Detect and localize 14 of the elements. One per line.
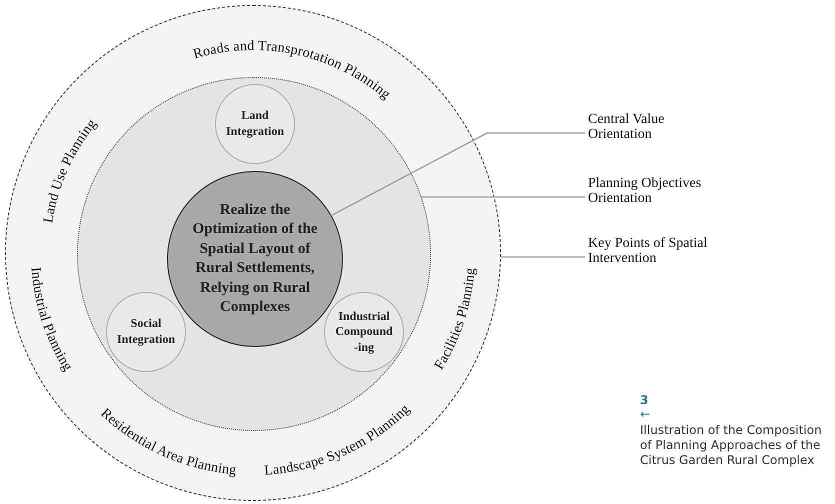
integration-label: Social Integration — [116, 316, 176, 348]
integration-label: Land Integration — [225, 108, 285, 140]
callout-label: Central Value Orientation — [588, 113, 728, 142]
leader-line — [420, 196, 585, 198]
integration-label: Industrial Compound -ing — [334, 308, 394, 356]
callout-label: Key Points of Spatial Intervention — [588, 237, 728, 266]
leader-line — [501, 256, 585, 258]
circle-node — [106, 292, 186, 372]
figure-number: 3 — [640, 393, 648, 407]
figure-caption: Illustration of the Composition of Planning Approaches of the Citrus Garden Rural Complex — [640, 423, 823, 468]
leader-line — [330, 132, 585, 216]
back-link: ← — [640, 407, 650, 421]
callout-label: Planning Objectives Orientation — [588, 177, 728, 206]
core-goal-text: Realize the Optimization of the Spatial Layout of Rural Settlements, Relying on Rural Complexes — [192, 200, 318, 317]
